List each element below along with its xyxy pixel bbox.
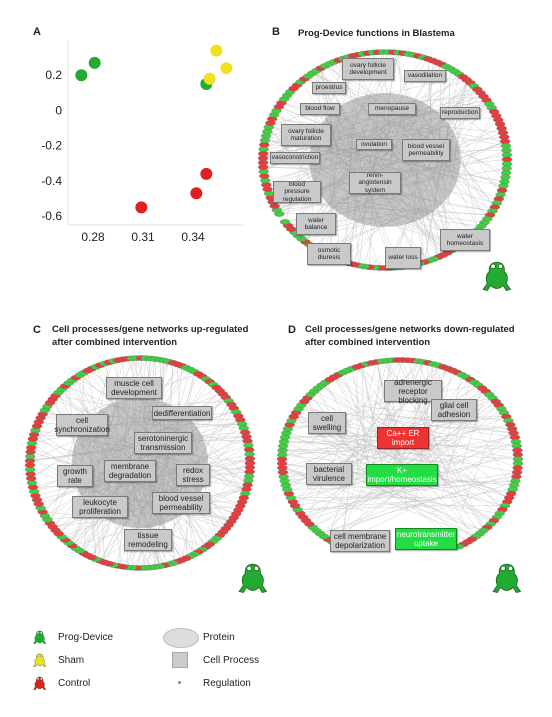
panel-d-process-node: adrenergic receptor blocking [384,378,442,405]
panel-b-process-node: blood flow [300,103,340,115]
panel-c-process-node: membrane degradation [104,460,156,482]
panel-b-process-node: vasoconstriction [270,152,320,164]
panel-c-letter: C [33,324,41,336]
control-frog-icon [32,675,47,696]
scatter-point [200,167,213,180]
panel-c-process-node: redox stress [176,464,210,486]
panel-c-process-node: leukocyte proliferation [72,496,128,518]
scatter-point [210,44,223,57]
panel-b-process-node: blood vessel permeability [402,139,450,161]
panel-c-title-line2: after combined intervention [52,337,178,348]
panel-d-process-node: cell swelling [308,412,346,434]
panel-d-title-line2: after combined intervention [305,337,431,348]
panel-d-process-node: neurotransmitter uptake [395,528,457,550]
panel-b-process-node: menopause [368,103,416,115]
legend-cell-process: Cell Process [203,655,260,666]
panel-c-process-node: dedifferentiation [152,406,212,420]
panel-c-process-node: serotoninergic transmission [134,432,192,454]
legend-prog-device: Prog-Device [58,632,114,643]
panel-d-process-node: Ca++ ER import [377,427,429,449]
scatter-point [88,56,101,69]
panel-c-process-node: blood vessel permeability [152,492,210,514]
panel-b-process-node: water homeostasis [440,229,490,251]
panel-b-process-node: water loss [385,247,421,269]
panel-b-process-node: vasodilation [404,70,446,82]
panel-c-process-node: cell synchronization [54,414,110,436]
legend-sham: Sham [58,655,85,666]
panel-b-process-node: renin-angiotensin system [349,172,401,194]
panel-b-network [257,49,513,271]
y-tick-label: -0.2 [41,139,62,153]
protein-ellipse-icon [163,628,199,648]
protein-node [279,219,291,225]
panel-b-process-node: proestrus [312,82,346,94]
panel-d-title-line1: Cell processes/gene networks down-regula… [305,324,515,335]
panel-c-process-node: tissue remodeling [124,529,172,551]
y-tick-label: -0.6 [41,209,62,223]
panel-b-process-node: water balance [296,213,336,235]
panel-b-process-node: osmotic diuresis [307,243,351,265]
panel-c-process-node: muscle cell development [106,377,162,399]
panel-b-process-node: ovulation [356,139,392,150]
legend: Prog-Device Sham Control Protein Cell Pr… [28,628,288,713]
protein-node [244,460,256,466]
panel-d-process-node: bacterial virulence [306,463,352,485]
panel-d-process-node: glial cell adhesion [431,399,477,421]
regulation-dot-icon [178,681,181,684]
panel-d-letter: D [288,324,296,336]
panel-b-letter: B [272,26,280,38]
y-tick-label: 0.2 [45,68,62,82]
y-tick-label: 0 [55,103,62,117]
x-tick-label: 0.34 [181,230,205,244]
legend-control: Control [58,678,91,689]
scatter-point [203,72,216,85]
panel-c-process-node: growth rate [57,465,93,487]
x-tick-label: 0.31 [131,230,155,244]
y-tick-label: -0.4 [41,174,62,188]
panel-b-frog-icon [480,258,512,299]
sham-frog-icon [32,652,47,673]
legend-regulation: Regulation [203,678,251,689]
scatter-point [135,201,148,214]
x-tick-label: 0.28 [81,230,105,244]
panel-a-scatter-plot: 0.2 0 -0.2 -0.4 -0.6 0.28 0.31 0.34 [41,40,243,244]
prog-device-frog-icon [32,629,47,650]
panel-d-frog-icon [490,560,522,601]
cell-process-square-icon [172,652,188,668]
panel-c-title-line1: Cell processes/gene networks up-regulate… [52,324,249,335]
scatter-point [75,69,88,82]
legend-protein: Protein [203,632,235,643]
scatter-point [220,62,233,75]
panel-a-letter: A [33,26,41,38]
panel-b-process-node: ovary follicle maturation [281,124,331,146]
scatter-point [190,187,203,200]
panel-d-process-node: K+ import/homeostasis [366,464,438,486]
panel-b-process-node: blood pressure regulation [273,181,321,203]
panel-c-frog-icon [236,560,268,601]
panel-b-process-node: reproduction [440,107,480,119]
panel-b-title: Prog-Device functions in Blastema [298,28,455,39]
panel-b-process-node: ovary follicle development [342,58,394,80]
panel-d-process-node: cell membrane depolarization [330,530,390,552]
